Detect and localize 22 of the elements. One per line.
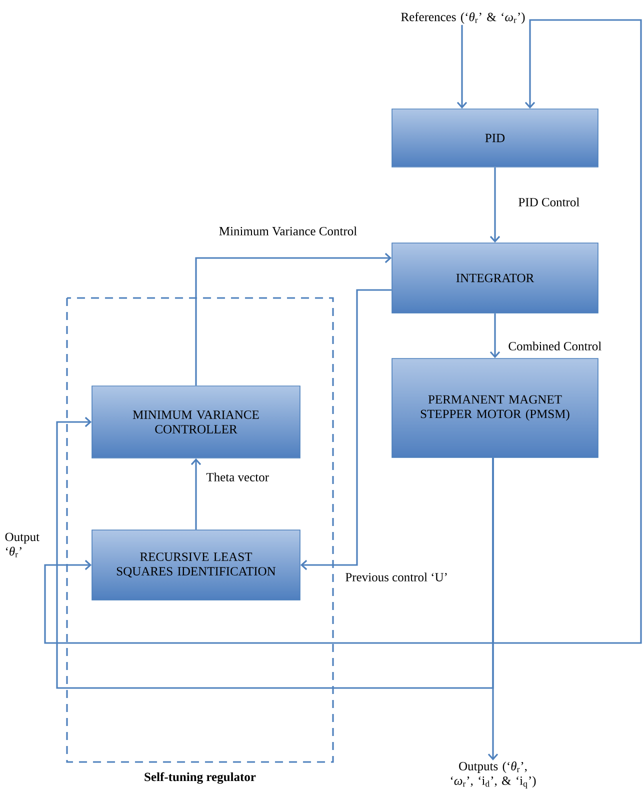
process-box: RECURSIVE LEAST SQUARES IDENTIFICATION xyxy=(92,530,300,600)
arrow xyxy=(492,19,642,644)
io-label: References (‘θ$_{r}$’ & ‘ω$_{r}$’) xyxy=(401,12,525,24)
arrow xyxy=(195,252,392,386)
arrow xyxy=(300,289,392,570)
arrow xyxy=(490,167,500,243)
io-label: Outputs (‘θ$_{r}$’, ‘ω$_{r}$’, ‘i$_{d}$’, & ‘i$_{q}$’) xyxy=(450,762,536,788)
arrow xyxy=(56,416,494,689)
process-box: MINIMUM VARIANCE CONTROLLER xyxy=(92,386,300,458)
edge-label: Combined Control xyxy=(507,340,603,352)
edge-label: Theta vector xyxy=(205,472,270,482)
process-box: PID xyxy=(392,108,598,168)
edge-label: Output ‘θ$_{r}$’ xyxy=(4,532,46,558)
frame-title: Self-tuning regulator xyxy=(144,772,256,784)
process-box: PERMANENT MAGNET STEPPER MOTOR (PMSM) xyxy=(392,358,598,458)
arrow xyxy=(190,458,202,530)
arrow xyxy=(490,313,500,358)
arrow xyxy=(456,24,468,109)
edge-label: Minimum Variance Control xyxy=(218,226,358,236)
edge-label: Previous control ‘U’ xyxy=(344,572,449,582)
process-box: INTEGRATOR xyxy=(392,242,598,314)
edge-label: PID Control xyxy=(517,196,581,208)
